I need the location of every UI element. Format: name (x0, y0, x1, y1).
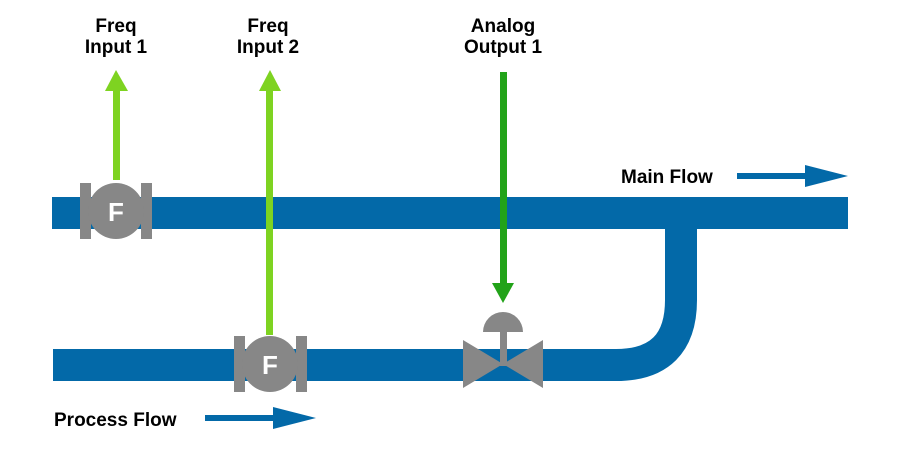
flow-meter-1-letter: F (108, 197, 124, 227)
freq-input-1-arrow (105, 70, 128, 180)
freq-input-2-label-line1: Freq (247, 16, 288, 37)
process-flow-arrow (205, 407, 316, 429)
main-flow-label: Main Flow (621, 167, 713, 188)
valve-body-icon (463, 340, 503, 388)
analog-output-1-arrow (492, 72, 514, 303)
flow-meter-2-letter: F (262, 350, 278, 380)
freq-input-2-label-line2: Input 2 (237, 37, 299, 58)
flow-meter-2[interactable]: F (234, 336, 307, 392)
freq-input-1-label-line1: Freq (95, 16, 136, 37)
main-flow-arrow (737, 165, 848, 187)
analog-output-1-label-line2: Output 1 (464, 37, 543, 58)
main-pipe (52, 197, 848, 229)
analog-output-1-label-line1: Analog (471, 16, 535, 37)
freq-input-1-label-line2: Input 1 (85, 37, 148, 58)
process-flow-label: Process Flow (54, 410, 177, 431)
flow-meter-1[interactable]: F (80, 183, 152, 239)
control-valve[interactable] (463, 312, 543, 388)
branch-pipe (53, 220, 697, 381)
valve-actuator-icon (483, 312, 523, 332)
freq-input-2-arrow (259, 70, 281, 335)
